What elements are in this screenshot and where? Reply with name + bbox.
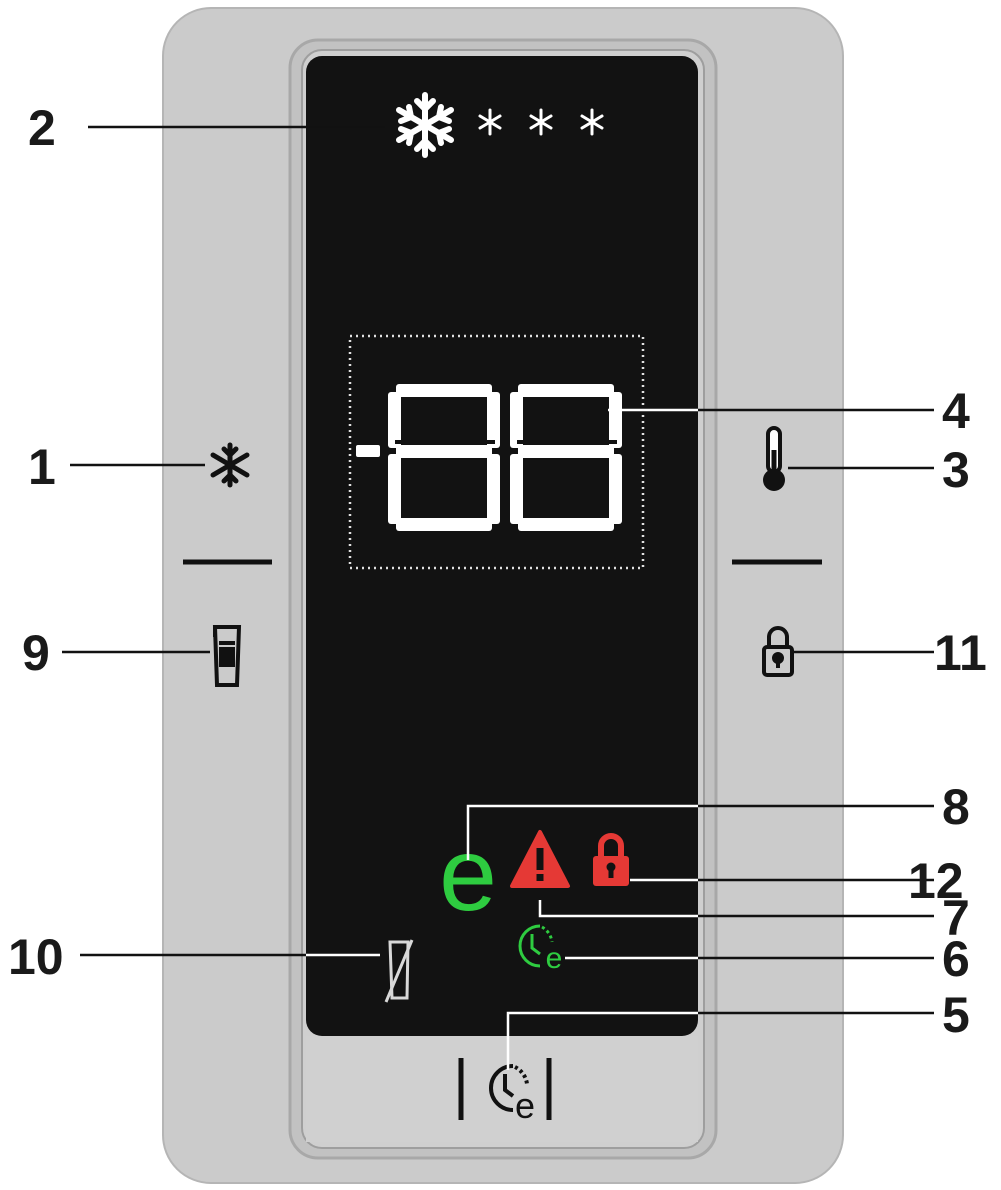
warning-triangle-icon	[510, 830, 570, 888]
ice-maker-button[interactable]	[212, 625, 242, 687]
temperature-button[interactable]	[763, 426, 785, 491]
fast-freeze-button[interactable]	[210, 442, 250, 488]
callout-10: 10	[8, 929, 64, 985]
snowflake-large-icon	[396, 92, 454, 158]
leader-line	[538, 900, 698, 918]
ice-maker-icon	[212, 625, 242, 687]
callout-7: 7	[942, 890, 970, 946]
minus-segment	[356, 445, 380, 457]
leader-lines	[62, 125, 934, 1070]
digit-segment-group	[388, 384, 500, 531]
callout-12: 12	[908, 853, 964, 909]
callout-labels: 1 2 3 4 5 6 7 8 9 10 11 12	[8, 100, 987, 1043]
callout-6: 6	[942, 931, 970, 987]
digit-segment-group	[510, 384, 622, 531]
eco-timer-icon: e	[489, 1064, 535, 1126]
eco-timer-indicator: e	[518, 924, 563, 975]
lock-active-indicator	[593, 833, 629, 886]
alarm-indicator	[510, 830, 570, 888]
snowflake-small-icon	[580, 108, 604, 136]
bottom-button-zone	[306, 1036, 698, 1142]
temperature-display-frame	[348, 334, 645, 570]
ice-maker-off-indicator	[384, 939, 414, 1003]
lock-icon	[762, 626, 794, 677]
thermometer-icon	[763, 426, 785, 491]
callout-4: 4	[942, 383, 970, 439]
snowflake-icon	[210, 442, 250, 488]
padlock-icon	[593, 833, 629, 886]
callout-2: 2	[28, 100, 56, 156]
svg-text:e: e	[546, 942, 563, 975]
callout-9: 9	[22, 625, 50, 681]
leader-line	[466, 804, 698, 860]
svg-text:e: e	[515, 1085, 535, 1126]
leader-line	[506, 1011, 698, 1070]
lcd-screen	[306, 56, 698, 1036]
clock-e-icon: e	[518, 924, 563, 975]
callout-8: 8	[942, 779, 970, 835]
ice-maker-off-icon	[384, 939, 414, 1003]
callout-5: 5	[942, 987, 970, 1043]
freeze-level-indicator	[396, 92, 604, 158]
callout-1: 1	[28, 439, 56, 495]
callout-3: 3	[942, 442, 970, 498]
temperature-display	[356, 384, 622, 531]
snowflake-small-icon	[478, 108, 502, 136]
snowflake-small-icon	[529, 108, 553, 136]
child-lock-button[interactable]	[762, 626, 794, 677]
callout-11: 11	[934, 625, 987, 681]
eco-timer-button[interactable]: e	[458, 1058, 552, 1126]
